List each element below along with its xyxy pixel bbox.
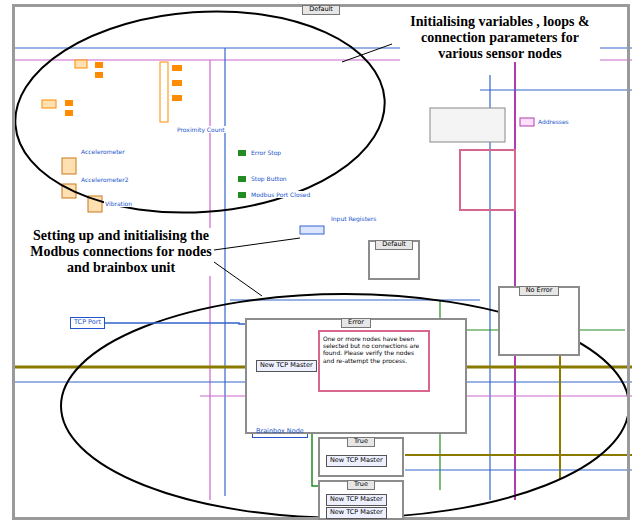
message-text: One or more nodes have been selected but… bbox=[323, 335, 425, 364]
case-structure: No Error bbox=[498, 286, 580, 356]
case-selector: Default bbox=[302, 5, 340, 15]
node-label: New TCP Master bbox=[330, 496, 383, 504]
case-structure: Default bbox=[368, 240, 420, 280]
terminal-label: Input Registers bbox=[330, 215, 377, 222]
case-selector: True bbox=[347, 437, 375, 447]
case-selector: Default bbox=[375, 240, 413, 250]
terminal-label: Stop Button bbox=[250, 175, 288, 182]
terminal-label: Modbus Port Closed bbox=[250, 191, 311, 198]
case-structure: TrueNew TCP Master bbox=[318, 437, 404, 477]
case-selector: No Error bbox=[519, 286, 560, 296]
controls bbox=[42, 60, 534, 234]
case-selector: Error bbox=[341, 318, 371, 328]
node-label: Brainbox Node bbox=[256, 428, 304, 436]
wire-connector bbox=[105, 323, 245, 324]
control-terminal: Brainbox Node bbox=[252, 426, 308, 438]
message-box: One or more nodes have been selected but… bbox=[318, 330, 430, 392]
terminal-label: Accelerometer2 bbox=[80, 176, 130, 183]
node-label: New TCP Master bbox=[260, 362, 313, 370]
terminal-label: Error Stop bbox=[250, 149, 282, 156]
control-terminal: TCP Port bbox=[70, 317, 105, 329]
subvi-node: New TCP Master bbox=[326, 455, 387, 467]
node-label: New TCP Master bbox=[330, 509, 383, 517]
terminal-label: Vibration bbox=[104, 200, 133, 207]
subvi-node: New TCP Master bbox=[256, 360, 317, 372]
case-structure: TrueNew TCP MasterNew TCP Master bbox=[318, 480, 404, 520]
subvi-node: New TCP Master bbox=[326, 494, 387, 506]
terminal-label: Proximity Count bbox=[176, 126, 226, 133]
wire bbox=[514, 60, 516, 500]
annotation: Initialising variables , loops & connect… bbox=[400, 14, 600, 62]
case-structure: ErrorOne or more nodes have been selecte… bbox=[245, 318, 467, 434]
wire-connector bbox=[308, 432, 318, 486]
terminal-label: Addresses bbox=[537, 118, 570, 125]
node-label: New TCP Master bbox=[330, 457, 383, 465]
wire bbox=[405, 469, 632, 470]
annotation: Setting up and initialising the Modbus c… bbox=[30, 228, 212, 276]
node-label: TCP Port bbox=[74, 319, 101, 327]
terminal-label: Accelerometer bbox=[80, 148, 126, 155]
subvi-node: New TCP Master bbox=[326, 507, 387, 519]
wire bbox=[480, 89, 632, 90]
annotation-ellipses bbox=[8, 0, 629, 518]
wire bbox=[224, 48, 225, 496]
case-selector: True bbox=[347, 480, 375, 490]
